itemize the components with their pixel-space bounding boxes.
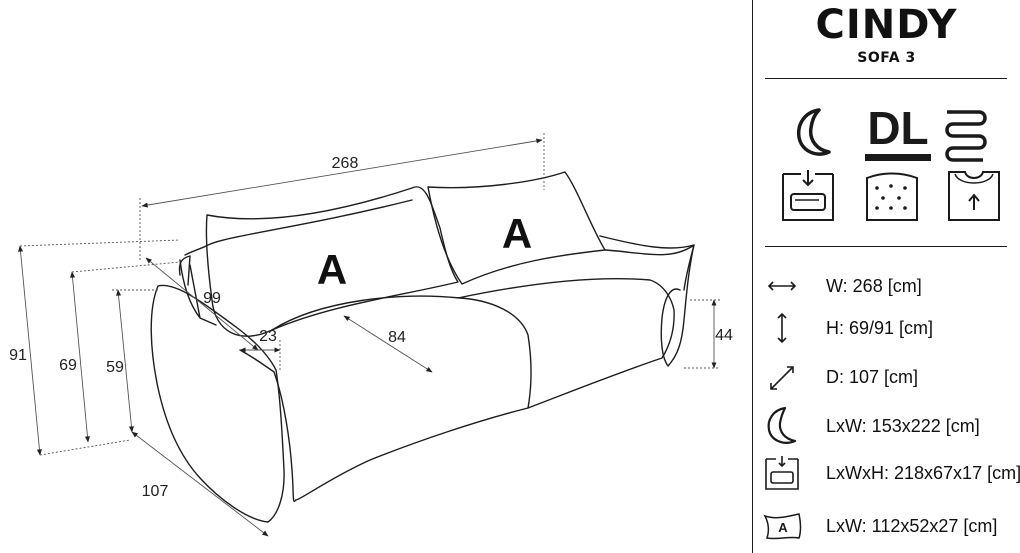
moon-sleep-icon xyxy=(796,108,831,156)
product-model: SOFA 3 xyxy=(857,50,916,66)
height-91-label: 91 xyxy=(9,347,27,364)
arm-width-label: 23 xyxy=(259,328,277,345)
depth-dimension-line xyxy=(131,431,269,537)
height-59-dimension-line xyxy=(116,289,134,433)
sofa-outline xyxy=(150,171,695,523)
dl-icon: DL xyxy=(865,102,931,161)
right-armrest xyxy=(604,244,695,367)
height-69-label: 69 xyxy=(59,357,77,374)
storage-box-icon xyxy=(782,170,834,221)
svg-text:DL: DL xyxy=(867,102,928,154)
spec-width-text: W: 268 [cm] xyxy=(826,276,922,296)
spec-pillow: A LxW: 112x52x27 [cm] xyxy=(753,506,1020,546)
spec-storage-text: LxWxH: 218x67x17 [cm] xyxy=(826,463,1020,483)
spec-depth: D: 107 [cm] xyxy=(753,357,1020,397)
spec-storage: LxWxH: 218x67x17 [cm] xyxy=(753,453,1020,493)
storage-container-icon xyxy=(765,456,799,490)
pillow-a-icon: A xyxy=(763,513,802,540)
svg-text:A: A xyxy=(778,520,788,535)
sofa-technical-drawing: A A 268 91 69 59 107 84 99 23 xyxy=(9,133,733,537)
seat-cushion-right xyxy=(457,278,675,409)
width-label: 268 xyxy=(332,155,359,172)
spec-sleeping-area: LxW: 153x222 [cm] xyxy=(753,406,1020,446)
back-depth-label: 99 xyxy=(203,290,221,307)
seat-depth-label: 84 xyxy=(388,329,406,346)
seat-depth-dimension-line xyxy=(343,315,433,373)
cover-fabric-icon xyxy=(948,171,1000,221)
divider xyxy=(765,246,1007,247)
divider xyxy=(765,78,1007,79)
spec-sleeping-area-text: LxW: 153x222 [cm] xyxy=(826,416,980,436)
foam-cushion-icon xyxy=(866,172,918,221)
width-arrow-icon xyxy=(767,281,797,291)
product-name: CINDY xyxy=(815,2,958,48)
product-info-panel: CINDY SOFA 3 DL W: 268 xyxy=(753,0,1020,553)
sleeping-area-icon xyxy=(767,406,797,444)
width-dimension-line xyxy=(141,138,543,208)
seat-cushion-left xyxy=(271,295,532,501)
panel-divider xyxy=(752,0,753,553)
spring-icon xyxy=(945,110,987,162)
pillow-a-label-right: A xyxy=(502,210,532,257)
height-arrow-icon xyxy=(777,312,787,344)
spec-height-text: H: 69/91 [cm] xyxy=(826,318,934,338)
seat-height-label: 44 xyxy=(715,327,733,344)
back-frame xyxy=(184,199,695,291)
spec-depth-text: D: 107 [cm] xyxy=(826,367,919,387)
spec-pillow-text: LxW: 112x52x27 [cm] xyxy=(826,516,998,536)
spec-width: W: 268 [cm] xyxy=(753,266,1020,306)
depth-arrow-icon xyxy=(770,366,794,390)
spec-height: H: 69/91 [cm] xyxy=(753,308,1020,348)
height-69-dimension-line xyxy=(70,271,90,443)
height-91-dimension-line xyxy=(18,245,42,456)
pillow-a-label-left: A xyxy=(317,246,347,293)
height-59-label: 59 xyxy=(106,359,124,376)
depth-label: 107 xyxy=(142,483,169,500)
back-depth-dimension-line xyxy=(145,257,259,351)
